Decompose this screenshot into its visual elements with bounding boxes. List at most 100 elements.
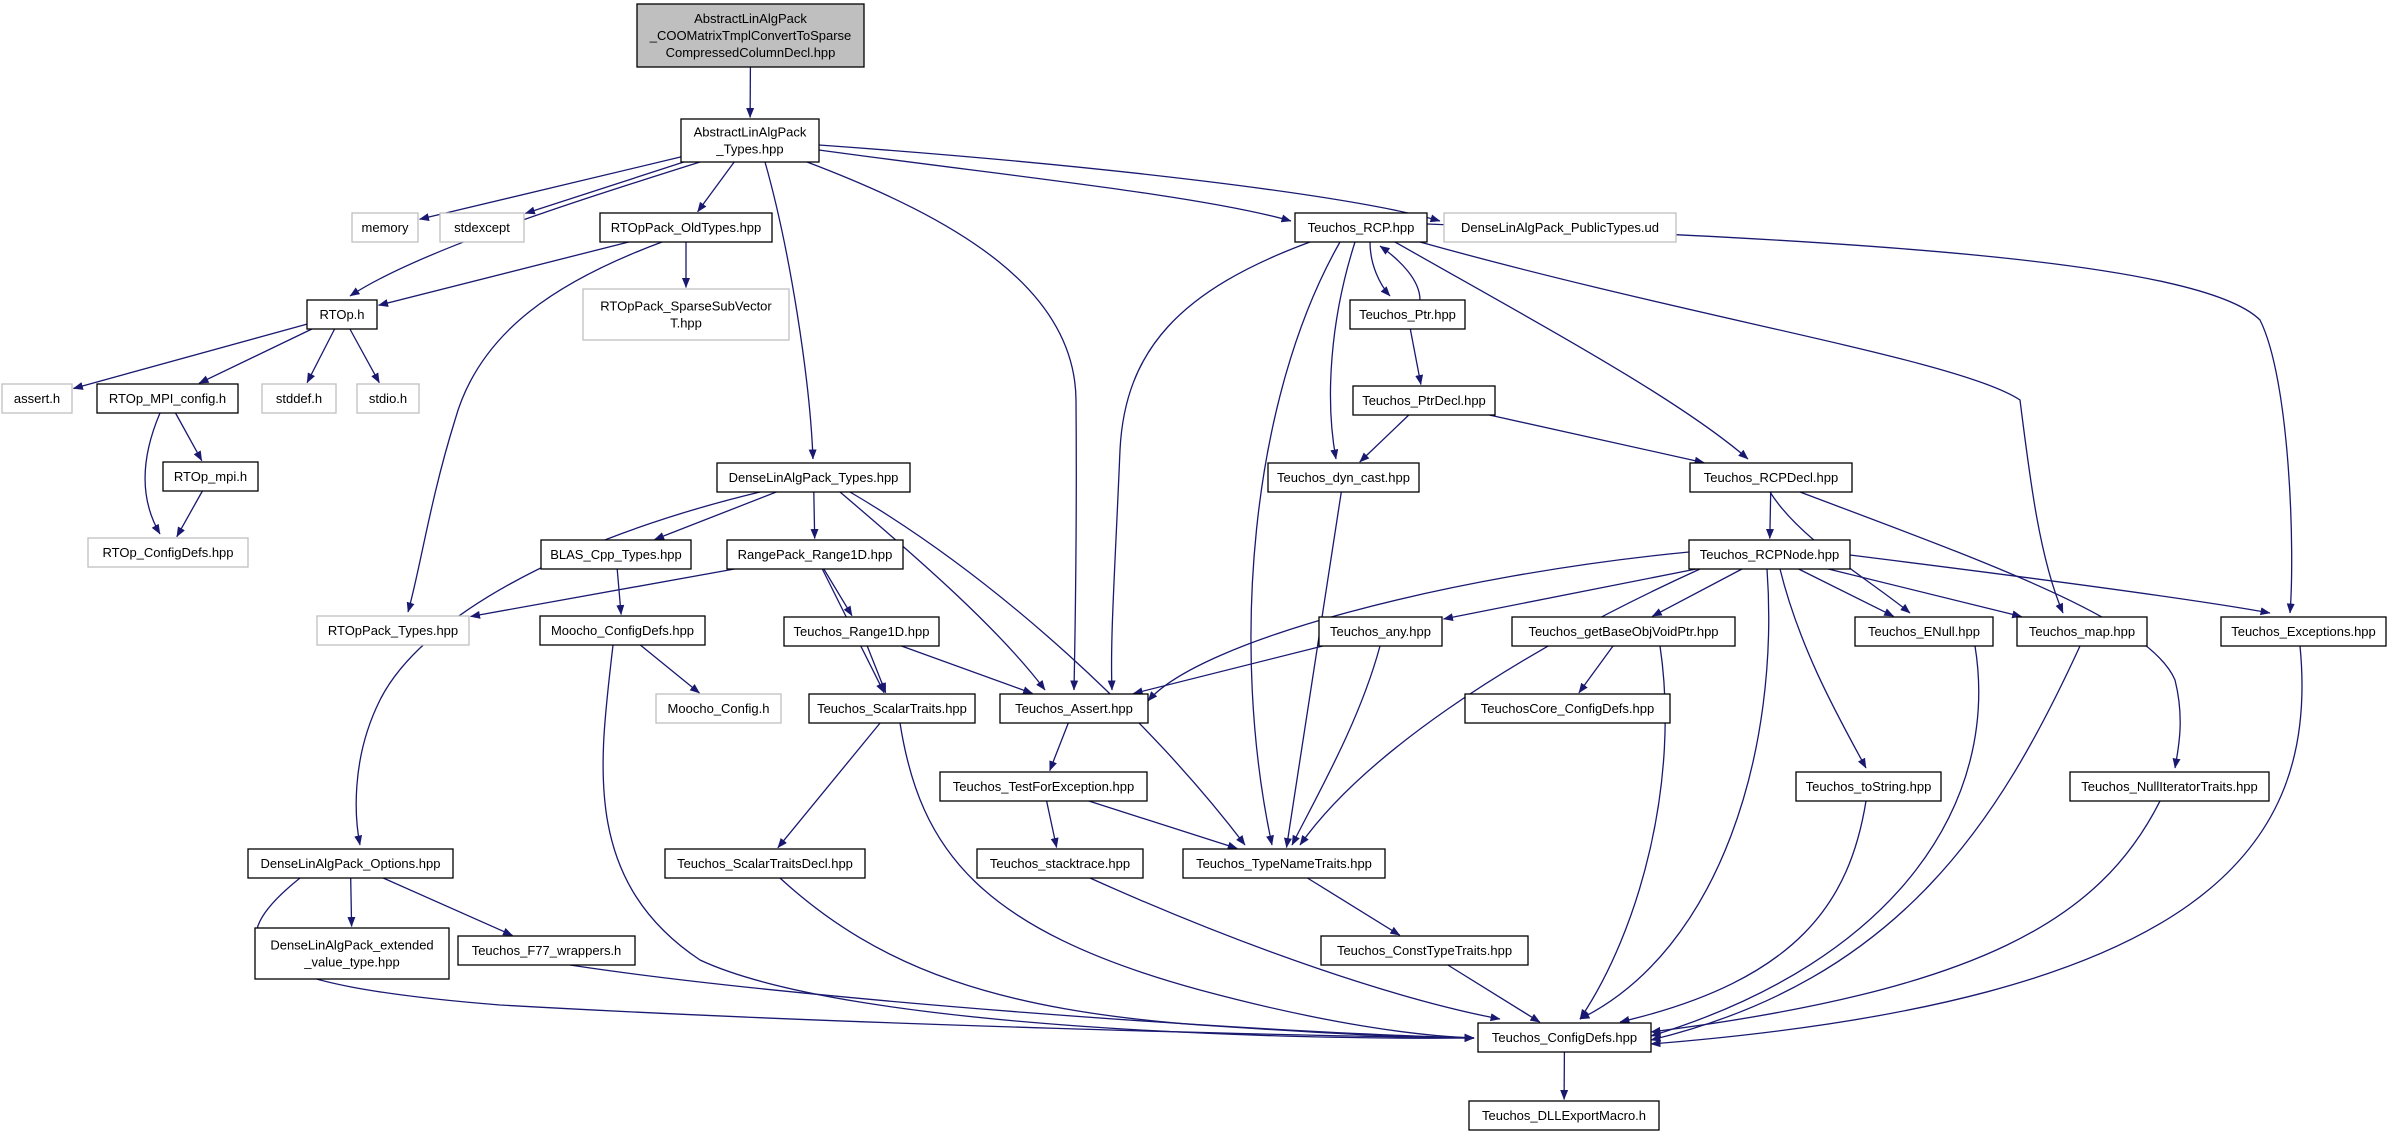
node-rtoppack_types: RTOpPack_Types.hpp [316,615,470,646]
node-box [1477,1022,1652,1053]
node-box [1464,693,1671,724]
node-consttypetraits[interactable]: Teuchos_ConstTypeTraits.hpp [1320,935,1529,966]
node-rtop_mpi_config[interactable]: RTOp_MPI_config.h [96,383,239,414]
edge-tostring-to-configdefs [1619,800,1867,1024]
node-teuchoscore_configdefs[interactable]: TeuchosCore_ConfigDefs.hpp [1464,693,1671,724]
node-label: BLAS_Cpp_Types.hpp [550,547,682,562]
node-moocho_configdefs[interactable]: Moocho_ConfigDefs.hpp [539,615,706,646]
node-box [1352,385,1496,416]
node-teuchos_range1d[interactable]: Teuchos_Range1D.hpp [783,616,940,647]
node-label: RTOpPack_Types.hpp [328,623,458,638]
node-ala_types[interactable]: AbstractLinAlgPack_Types.hpp [680,118,820,163]
node-testforexception[interactable]: Teuchos_TestForException.hpp [939,771,1148,802]
edge-rtop_h-to-assert_h [72,323,308,390]
edge-teuchos_rcp-to-dyn_cast [1329,241,1356,460]
node-label: Teuchos_Ptr.hpp [1359,307,1456,322]
node-rangepack[interactable]: RangePack_Range1D.hpp [726,539,904,570]
node-label: Teuchos_Assert.hpp [1015,701,1133,716]
edge-dla_types-to-typenametraits [849,491,1246,846]
node-tostring[interactable]: Teuchos_toString.hpp [1795,771,1942,802]
node-dla_options[interactable]: DenseLinAlgPack_Options.hpp [247,848,454,879]
node-box [356,383,420,414]
node-box [582,288,790,341]
node-box [254,927,450,980]
node-teuchos_rcp[interactable]: Teuchos_RCP.hpp [1294,212,1428,243]
node-configdefs[interactable]: Teuchos_ConfigDefs.hpp [1477,1022,1652,1053]
node-rtop_h[interactable]: RTOp.h [306,299,378,330]
node-root[interactable]: AbstractLinAlgPack_COOMatrixTmplConvertT… [636,3,865,68]
node-nulliterator[interactable]: Teuchos_NullIteratorTraits.hpp [2069,771,2270,802]
node-box [457,935,636,966]
node-box [2069,771,2270,802]
node-label: Teuchos_NullIteratorTraits.hpp [2081,779,2258,794]
node-label: T.hpp [670,315,702,330]
node-label: Teuchos_RCP.hpp [1308,220,1415,235]
edge-teuchos_ptr-to-teuchos_ptrdecl [1409,328,1424,385]
node-label: Teuchos_ScalarTraitsDecl.hpp [677,856,853,871]
edge-teuchos_range1d-to-teuchos_assert [901,645,1034,695]
node-box [1349,299,1466,330]
edge-rcpnode-to-teuchos_any [1443,568,1697,622]
node-moocho_config: Moocho_Config.h [655,693,782,724]
node-box [539,615,706,646]
edge-consttypetraits-to-configdefs [1447,964,1541,1023]
edge-rtop_mpi_config-to-rtop_configdefs [144,412,161,535]
edge-teuchos_assert-to-testforexception [1049,722,1069,772]
node-dllexport[interactable]: Teuchos_DLLExportMacro.h [1468,1100,1660,1131]
edge-typenametraits-to-consttypetraits [1307,877,1401,936]
node-dla_extended[interactable]: DenseLinAlgPack_extended_value_type.hpp [254,927,450,980]
node-enull[interactable]: Teuchos_ENull.hpp [1854,616,1994,647]
edge-teuchos_rcp-to-teuchos_assert [1107,241,1311,691]
edge-teuchos_ptrdecl-to-dyn_cast [1359,414,1410,463]
edge-f77_wrappers-to-configdefs [569,964,1475,1042]
node-dla_types[interactable]: DenseLinAlgPack_Types.hpp [716,462,911,493]
node-blas_types[interactable]: BLAS_Cpp_Types.hpp [540,539,692,570]
node-box [1,383,73,414]
node-label: Teuchos_ConstTypeTraits.hpp [1337,943,1512,958]
edge-teuchos_rcp-to-rcpdecl [1394,241,1749,460]
edge-ala_types-to-stdexcept [524,161,685,215]
node-rtop_mpi[interactable]: RTOp_mpi.h [162,461,259,492]
node-rcpdecl[interactable]: Teuchos_RCPDecl.hpp [1689,462,1853,493]
edge-ala_types-to-teuchos_assert [806,161,1079,691]
edge-rtop_mpi_config-to-rtop_mpi [174,412,203,462]
node-rtop_oldtypes[interactable]: RTOpPack_OldTypes.hpp [599,212,773,243]
node-teuchos_scalartraits[interactable]: Teuchos_ScalarTraits.hpp [808,693,976,724]
node-stacktrace[interactable]: Teuchos_stacktrace.hpp [976,848,1144,879]
node-exceptions[interactable]: Teuchos_Exceptions.hpp [2220,616,2387,647]
node-teuchos_assert[interactable]: Teuchos_Assert.hpp [999,693,1149,724]
edge-teuchos_any-to-typenametraits [1291,645,1381,846]
node-rcpnode[interactable]: Teuchos_RCPNode.hpp [1688,539,1851,570]
node-teuchos_any[interactable]: Teuchos_any.hpp [1318,616,1443,647]
node-f77_wrappers[interactable]: Teuchos_F77_wrappers.h [457,935,636,966]
node-box [261,383,337,414]
node-box [726,539,904,570]
node-box [939,771,1148,802]
node-box [1267,462,1420,493]
edge-dla_options-to-dla_extended [347,877,356,927]
edge-getbaseobj-to-teuchoscore_configdefs [1578,645,1614,694]
edge-ala_types-to-memory [419,156,682,221]
node-label: RTOpPack_SparseSubVector [600,298,772,313]
node-label: Teuchos_Range1D.hpp [794,624,930,639]
node-dyn_cast[interactable]: Teuchos_dyn_cast.hpp [1267,462,1420,493]
node-box [1511,616,1736,647]
node-teuchos_ptr[interactable]: Teuchos_Ptr.hpp [1349,299,1466,330]
node-scalartraitsdecl[interactable]: Teuchos_ScalarTraitsDecl.hpp [664,848,866,879]
node-label: stdio.h [369,391,407,406]
node-box [96,383,239,414]
node-teuchos_map[interactable]: Teuchos_map.hpp [2016,616,2148,647]
node-teuchos_ptrdecl[interactable]: Teuchos_PtrDecl.hpp [1352,385,1496,416]
node-getbaseobj[interactable]: Teuchos_getBaseObjVoidPtr.hpp [1511,616,1736,647]
edge-rcpnode-to-typenametraits [1299,568,1701,846]
node-box [599,212,773,243]
edge-nulliterator-to-configdefs [1650,800,2161,1035]
node-box [351,212,419,243]
node-label: memory [362,220,409,235]
node-box [2220,616,2387,647]
node-box [1294,212,1428,243]
node-rtop_configdefs: RTOp_ConfigDefs.hpp [87,537,249,568]
edge-stacktrace-to-configdefs [1089,877,1501,1022]
node-typenametraits[interactable]: Teuchos_TypeNameTraits.hpp [1182,848,1386,879]
